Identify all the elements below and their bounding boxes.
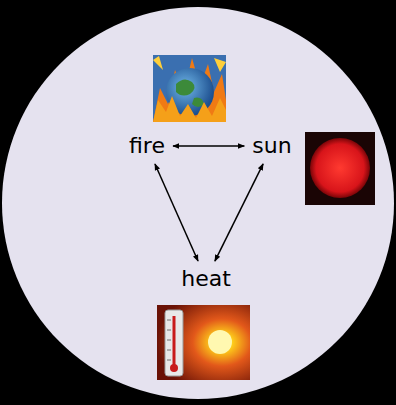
node-label: fire [129,133,165,159]
word-node: sun [247,131,296,161]
double-arrow [173,145,244,147]
thermometer-picture [157,305,250,380]
word-node: heat [176,264,236,294]
node-label: sun [252,133,291,159]
node-label: heat [181,266,231,292]
fire-globe-picture [153,55,226,122]
background-circle [2,7,394,399]
double-arrow [155,164,198,261]
word-node: fire [124,131,170,161]
red-sun-picture [305,132,375,205]
double-arrow [215,164,263,261]
